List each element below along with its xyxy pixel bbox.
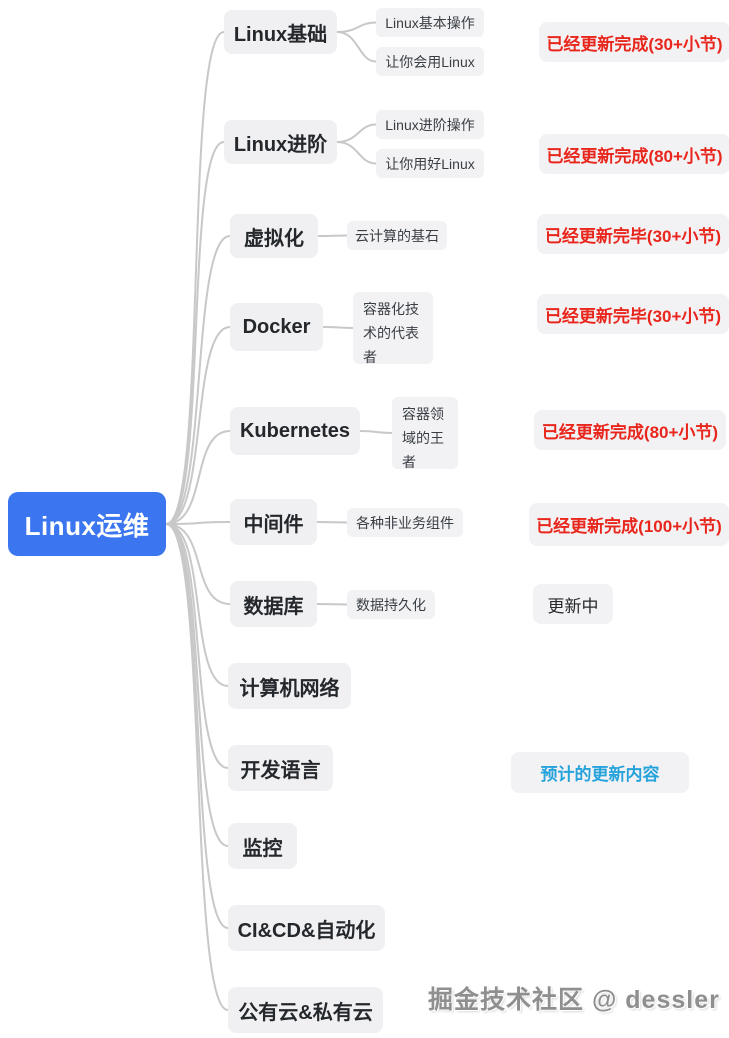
- topic-linux-advanced[interactable]: Linux进阶: [224, 120, 337, 164]
- status-linux-basics[interactable]: 已经更新完成(30+小节): [539, 22, 729, 62]
- topic-database[interactable]: 数据库: [230, 581, 317, 627]
- connector-line: [165, 523, 229, 847]
- topic-monitoring[interactable]: 监控: [228, 823, 297, 869]
- connector-line: [336, 141, 377, 165]
- status-kubernetes[interactable]: 已经更新完成(80+小节): [534, 410, 726, 450]
- connector-line: [359, 430, 393, 434]
- sub-linux-basic-operations[interactable]: Linux基本操作: [376, 8, 484, 37]
- topic-kubernetes[interactable]: Kubernetes: [230, 407, 360, 455]
- connector-line: [165, 235, 231, 525]
- connector-line: [316, 603, 348, 606]
- connector-line: [322, 326, 354, 329]
- status-linux-advanced[interactable]: 已经更新完成(80+小节): [539, 134, 729, 174]
- sub-use-linux-well[interactable]: 让你用好Linux: [376, 149, 484, 178]
- sub-non-business-components[interactable]: 各种非业务组件: [347, 508, 463, 537]
- watermark-text: 掘金技术社区 @ dessler: [428, 986, 720, 1014]
- topic-linux-basics[interactable]: Linux基础: [224, 10, 337, 54]
- topic-public-private-cloud[interactable]: 公有云&私有云: [228, 987, 383, 1033]
- sub-learn-to-use-linux[interactable]: 让你会用Linux: [376, 47, 484, 76]
- connector-line: [165, 523, 229, 929]
- connector-line: [336, 21, 377, 33]
- status-database[interactable]: 更新中: [533, 584, 613, 624]
- connector-line: [165, 523, 231, 605]
- connector-line: [165, 523, 229, 769]
- sub-linux-advanced-operations[interactable]: Linux进阶操作: [376, 110, 484, 139]
- sub-data-persistence[interactable]: 数据持久化: [347, 590, 435, 619]
- status-planned-updates[interactable]: 预计的更新内容: [511, 752, 689, 793]
- connector-line: [336, 31, 377, 63]
- connector-line: [165, 141, 225, 525]
- root-node-linux-ops[interactable]: Linux运维: [8, 492, 166, 556]
- connector-line: [165, 523, 229, 687]
- topic-virtualization[interactable]: 虚拟化: [230, 214, 318, 258]
- connector-line: [165, 430, 231, 525]
- connector-line: [165, 326, 231, 525]
- topic-cicd-automation[interactable]: CI&CD&自动化: [228, 905, 385, 951]
- status-middleware[interactable]: 已经更新完成(100+小节): [529, 503, 729, 546]
- connector-line: [165, 521, 231, 525]
- sub-cloud-computing-cornerstone[interactable]: 云计算的基石: [347, 221, 447, 250]
- connector-line: [336, 123, 377, 143]
- topic-dev-languages[interactable]: 开发语言: [228, 745, 333, 791]
- sub-container-tech-representative[interactable]: 容器化技术的代表者: [353, 292, 433, 365]
- status-virtualization[interactable]: 已经更新完毕(30+小节): [537, 214, 729, 254]
- connector-line: [165, 523, 229, 1011]
- topic-computer-network[interactable]: 计算机网络: [228, 663, 351, 709]
- topic-docker[interactable]: Docker: [230, 303, 323, 351]
- connector-line: [317, 234, 348, 237]
- status-docker[interactable]: 已经更新完毕(30+小节): [537, 294, 729, 334]
- topic-middleware[interactable]: 中间件: [230, 499, 317, 545]
- connector-line: [165, 31, 225, 525]
- connector-line: [316, 521, 348, 524]
- sub-container-king[interactable]: 容器领域的王者: [392, 397, 458, 470]
